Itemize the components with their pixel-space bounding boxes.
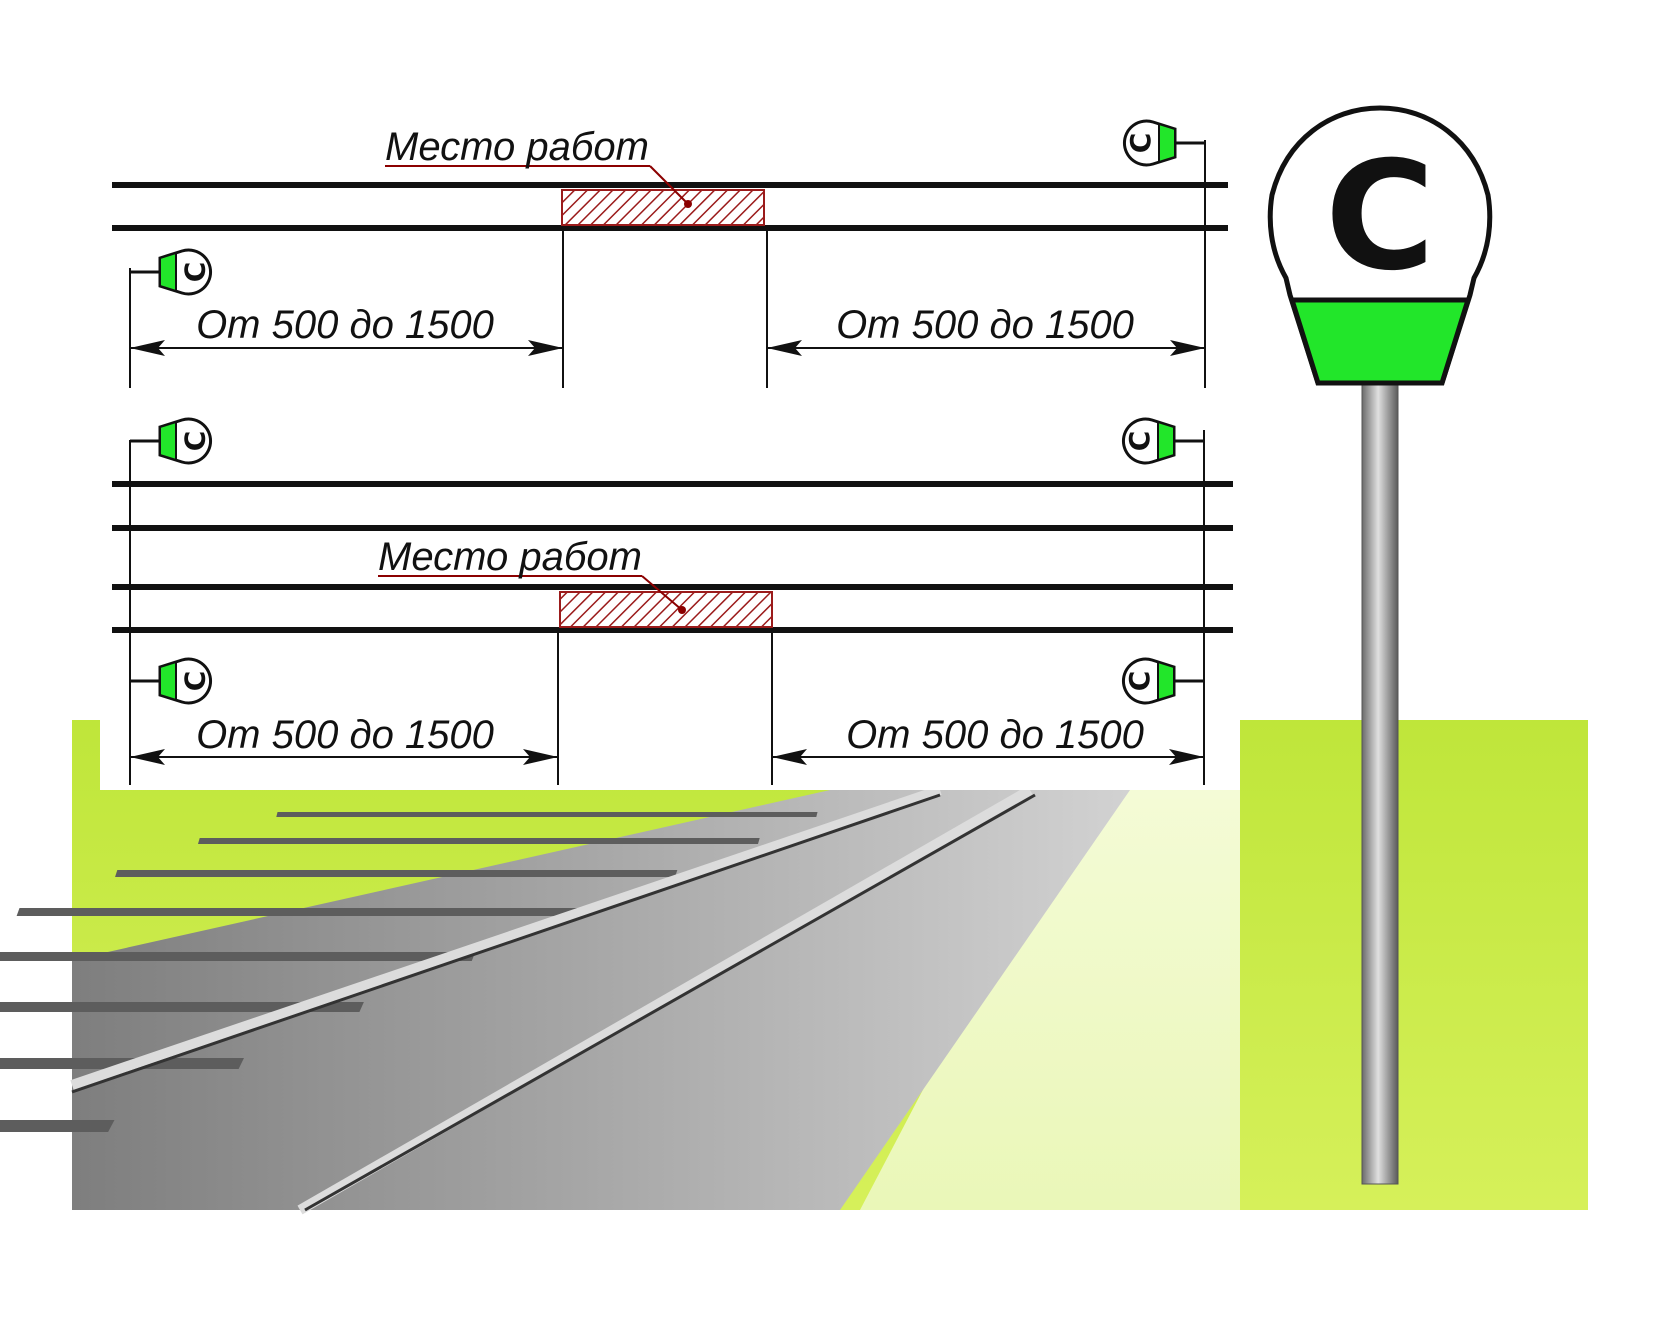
dimension-arrow	[528, 340, 563, 356]
dimension-arrow	[1170, 340, 1205, 356]
bottom-scheme: Место работ От 500 до 1500 От 500 до 150…	[112, 417, 1233, 785]
dimension-arrow	[1169, 749, 1204, 765]
rail-left-edge	[71, 793, 941, 1094]
distance-label-left: От 500 до 1500	[196, 713, 494, 757]
ballast	[72, 790, 1130, 1210]
distance-label-right: От 500 до 1500	[836, 303, 1134, 347]
top-scheme: Место работ От 500 до 1500 От 500 до 150…	[112, 119, 1228, 388]
leader-dot	[678, 606, 686, 614]
dimension-arrow	[767, 340, 802, 356]
sign-green-band	[1288, 297, 1472, 386]
dimension-arrow	[130, 749, 165, 765]
work-site-label: Место работ	[378, 535, 642, 579]
hatched-work-zone	[559, 591, 773, 628]
leader-dot	[684, 200, 692, 208]
dimension-arrow	[130, 340, 165, 356]
large-whistle-sign: С	[1267, 105, 1493, 1185]
rail-right-edge	[304, 793, 1036, 1212]
grass-right	[1240, 720, 1588, 1210]
rail-right	[297, 785, 1033, 1215]
diagram-panel	[100, 60, 1235, 790]
leader-line	[641, 575, 683, 611]
dimension-arrow	[523, 749, 558, 765]
leader-line	[649, 165, 689, 205]
sign-letter: С	[1325, 130, 1435, 304]
distance-label-left: От 500 до 1500	[196, 303, 494, 347]
rail-left	[70, 785, 942, 1090]
hatched-work-zone	[561, 189, 765, 226]
landscape	[0, 720, 1588, 1215]
dimension-arrow	[772, 749, 807, 765]
work-site-label: Место работ	[385, 125, 649, 169]
distance-label-right: От 500 до 1500	[846, 713, 1144, 757]
sleepers	[0, 812, 818, 1132]
sign-pole	[1361, 383, 1399, 1185]
light-path	[860, 790, 1240, 1210]
